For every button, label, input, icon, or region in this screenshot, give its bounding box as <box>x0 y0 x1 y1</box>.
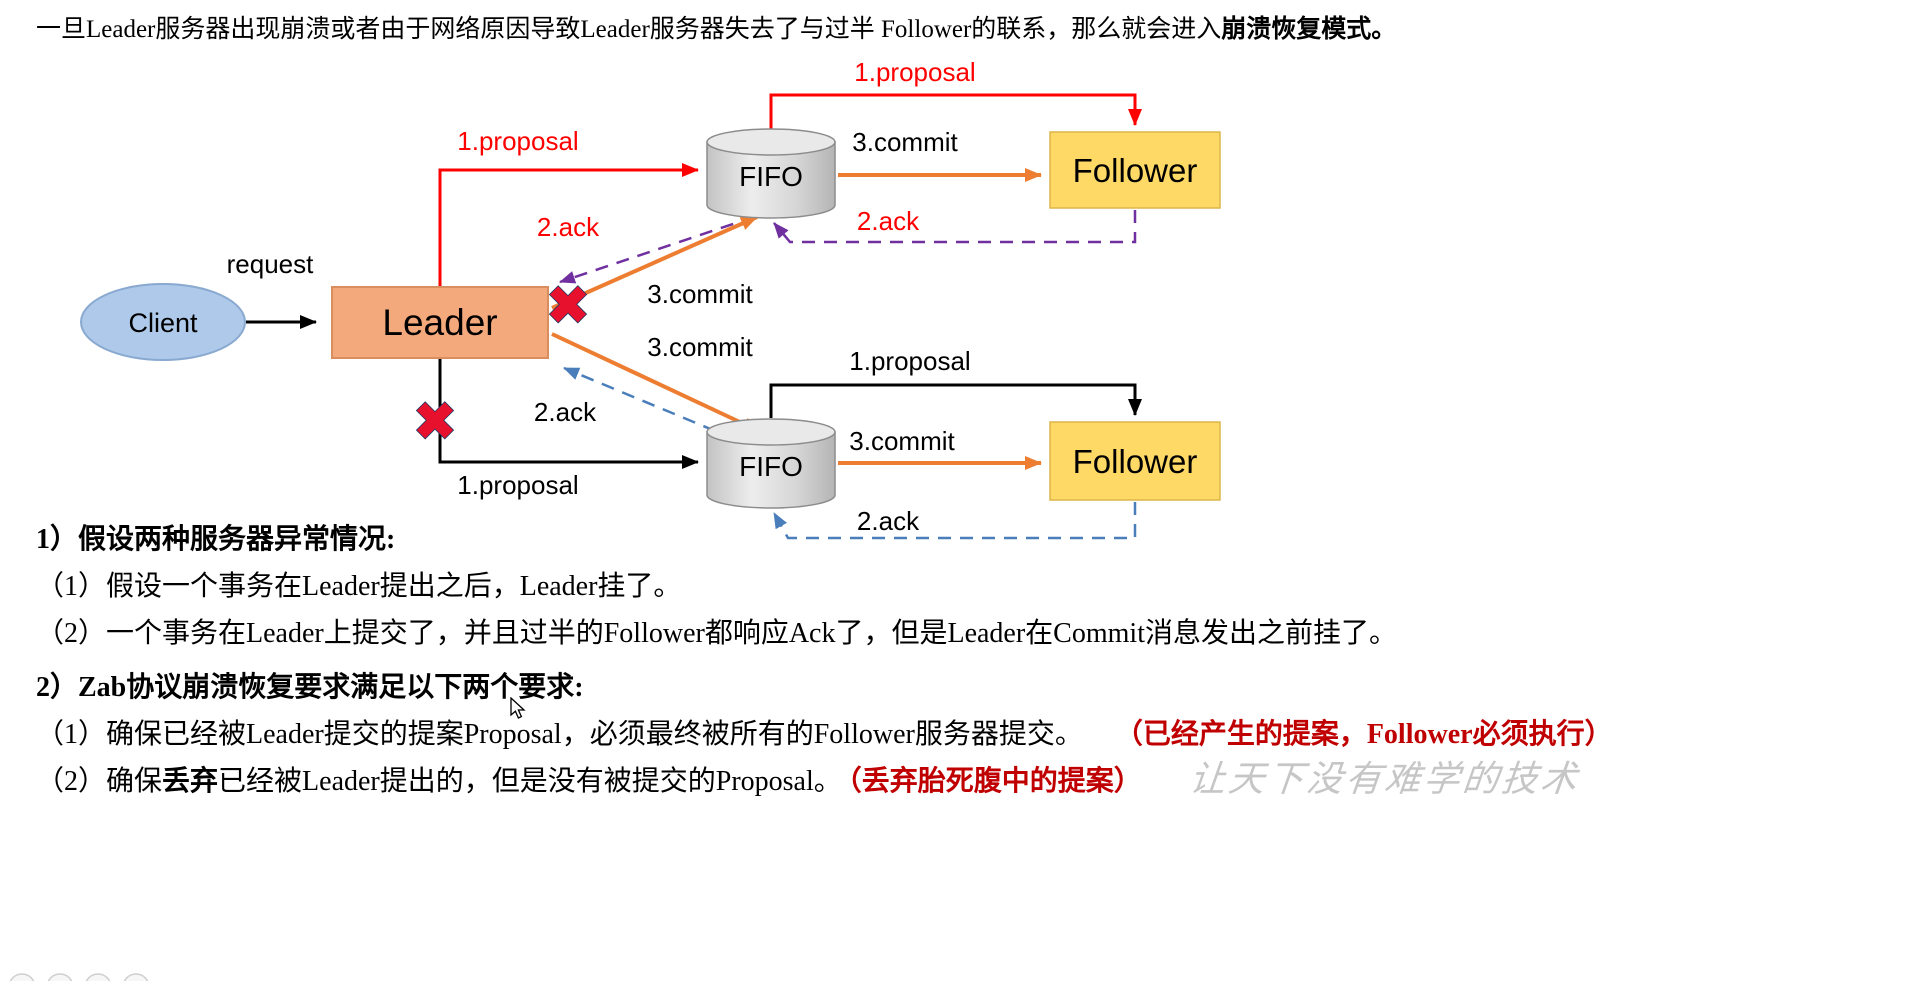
note-2-sub2-bold: 丢弃 <box>162 766 219 797</box>
commit-label-leader-fifo-bottom: 3.commit <box>647 332 753 362</box>
request-label: request <box>227 249 314 279</box>
crash-x-icon-top: ✖ <box>545 274 590 337</box>
follower-bottom-label: Follower <box>1073 443 1198 480</box>
follower-top-node <box>1049 131 1221 209</box>
mouse-cursor-icon <box>510 697 526 719</box>
follower-top-label: Follower <box>1073 152 1198 189</box>
commit-label-leader-fifo-top: 3.commit <box>647 279 753 309</box>
note-2-sub2-red: （丢弃胎死腹中的提案） <box>847 766 1142 797</box>
recorder-control-icon <box>9 973 35 981</box>
recorder-control-icon <box>47 973 73 981</box>
proposal-arrow-leader-to-fifo-top <box>438 163 699 287</box>
proposal-label-leader-fifo-bottom: 1.proposal <box>457 470 578 500</box>
commit-label-bottom: 3.commit <box>849 426 955 456</box>
proposal-label-fifo-follower-top: 1.proposal <box>854 57 975 87</box>
fifo-top-cylinder-body <box>706 141 836 219</box>
follower-bottom-node <box>1049 421 1221 501</box>
intro-normal: 一旦Leader服务器出现崩溃或者由于网络原因导致Leader服务器失去了与过半… <box>36 16 1222 43</box>
ack-label-follower-top: 2.ack <box>857 206 920 236</box>
recorder-control-icon <box>85 973 111 981</box>
note-2-sub2-pre: （2）确保 <box>36 766 163 797</box>
fifo-top-cylinder-top <box>706 128 836 156</box>
commit-arrow-leader-to-fifo-bottom <box>551 332 760 433</box>
note-2-title: 2）Zab协议崩溃恢复要求满足以下两个要求: <box>36 672 584 703</box>
commit-arrow-leader-to-fifo-top <box>551 215 758 310</box>
fifo-bottom-label: FIFO <box>739 451 803 482</box>
intro-bold: 崩溃恢复模式。 <box>1221 16 1397 43</box>
ack-arrow-fifo-top-to-leader <box>559 215 755 284</box>
client-label: Client <box>128 308 198 338</box>
note-2-sub1-text: （1）确保已经被Leader提交的提案Proposal，必须最终被所有的Foll… <box>36 719 1083 750</box>
note-2-sub1-red: （已经产生的提案，Follower必须执行） <box>1128 719 1613 750</box>
leader-label: Leader <box>382 302 497 343</box>
client-node <box>80 283 246 361</box>
recorder-control-icon <box>123 973 149 981</box>
note-1-sub2: （2）一个事务在Leader上提交了，并且过半的Follower都响应Ack了，… <box>36 618 1397 649</box>
note-1-sub1: （1）假设一个事务在Leader提出之后，Leader挂了。 <box>36 571 682 602</box>
proposal-label-leader-fifo-top: 1.proposal <box>457 126 578 156</box>
fifo-top-label: FIFO <box>739 161 803 192</box>
protocol-diagram: Client Leader FIFO FIFO Follower Followe… <box>80 57 1221 540</box>
crash-x-icon-bottom: ✖ <box>412 390 457 453</box>
leader-node <box>331 286 549 359</box>
note-2-sub2: （2）确保丢弃已经被Leader提出的，但是没有被提交的Proposal。（丢弃… <box>36 765 1142 799</box>
proposal-arrow-fifo-bottom-to-follower-bottom <box>769 383 1142 418</box>
intro-text: 一旦Leader服务器出现崩溃或者由于网络原因导致Leader服务器失去了与过半… <box>36 9 1396 45</box>
ack-arrow-follower-top-to-fifo-top <box>773 210 1137 244</box>
ack-label-follower-bottom: 2.ack <box>857 506 920 536</box>
watermark-text: 让天下没有难学的技术 <box>1187 759 1582 799</box>
note-2-sub1: （1）确保已经被Leader提交的提案Proposal，必须最终被所有的Foll… <box>36 718 1613 752</box>
proposal-arrow-fifo-top-to-follower-top <box>769 93 1142 135</box>
note-1-title: 1）假设两种服务器异常情况: <box>36 524 396 555</box>
proposal-arrow-leader-to-fifo-bottom <box>438 358 699 469</box>
ack-label-fifo-bottom-leader: 2.ack <box>534 397 597 427</box>
note-2-sub2-rest: 已经被Leader提出的，但是没有被提交的Proposal。 <box>218 766 842 797</box>
commit-label-top: 3.commit <box>852 127 958 157</box>
ack-arrow-follower-bottom-to-fifo-bottom <box>772 502 1137 540</box>
recorder-controls <box>9 973 149 981</box>
proposal-label-fifo-follower-bottom: 1.proposal <box>849 346 970 376</box>
fifo-bottom-cylinder-body <box>706 431 836 509</box>
fifo-bottom-cylinder-top <box>706 418 836 446</box>
ack-label-fifo-top-leader: 2.ack <box>537 212 600 242</box>
